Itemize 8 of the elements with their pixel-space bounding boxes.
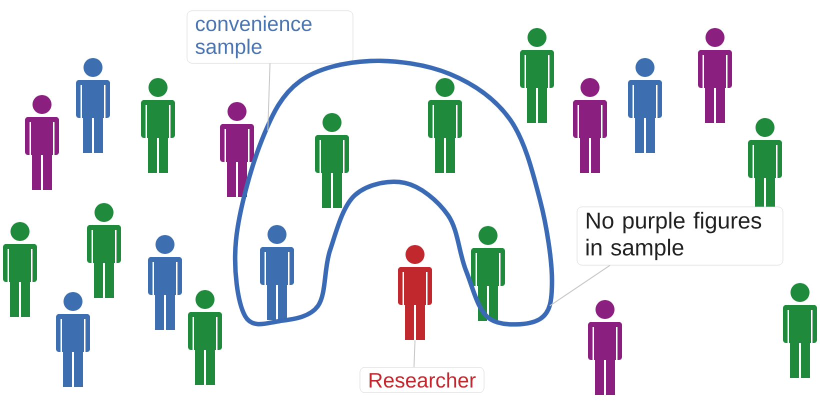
leader-line — [267, 62, 270, 132]
leader-line — [549, 264, 610, 306]
callout-box: No purple figures in sample — [576, 206, 784, 266]
researcher-figure — [398, 245, 432, 340]
leader-line — [414, 340, 416, 368]
sample-loop — [232, 58, 554, 327]
callout-box: convenience sample — [186, 10, 354, 64]
callout-box: Researcher — [360, 367, 484, 393]
